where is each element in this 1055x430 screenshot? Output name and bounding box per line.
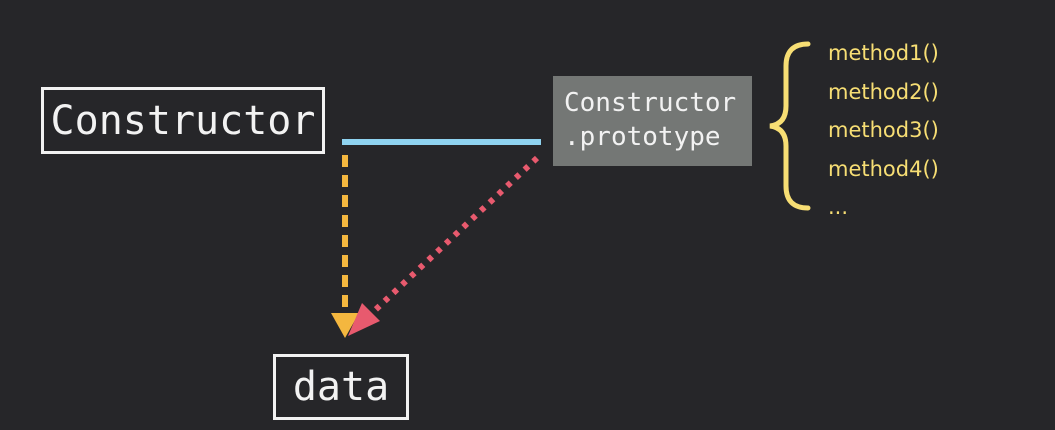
constructor-to-data-arrowhead: [331, 313, 359, 338]
data-box: data: [273, 354, 409, 420]
method-item: method1(): [828, 41, 939, 65]
method-item: method3(): [828, 118, 939, 142]
constructor-label: Constructor: [50, 97, 316, 144]
prototype-box: Constructor .prototype: [553, 76, 752, 166]
prototype-to-data-arrow: [369, 155, 540, 316]
constructor-box: Constructor: [41, 87, 325, 154]
method-item: method2(): [828, 79, 939, 104]
prototype-label-line2: .prototype: [564, 122, 721, 152]
method-item-ellipsis: ...: [828, 195, 849, 219]
prototype-to-data-arrowhead: [348, 303, 380, 336]
methods-brace: [769, 41, 811, 211]
method-item: method4(): [828, 156, 939, 181]
methods-list: method1() method2() method3() method4() …: [828, 34, 939, 227]
data-label: data: [292, 364, 390, 410]
prototype-label-line1: Constructor: [564, 88, 737, 118]
